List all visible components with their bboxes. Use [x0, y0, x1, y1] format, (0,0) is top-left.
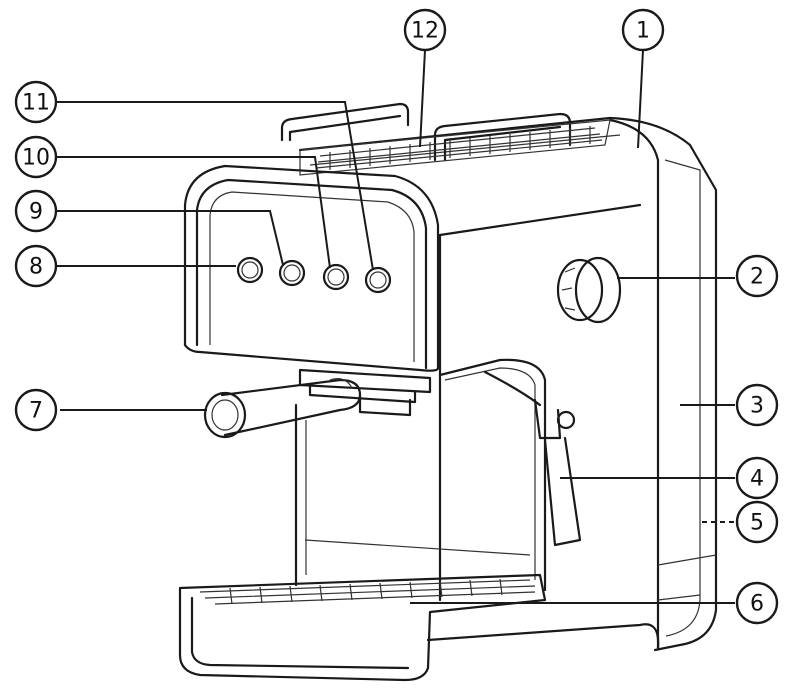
leader-11	[55, 101, 374, 271]
callout-label-10: 10	[22, 146, 50, 171]
callout-11: 11	[14, 80, 58, 124]
callout-label-4: 4	[750, 467, 764, 492]
leader-lines	[55, 49, 735, 604]
button-11	[364, 266, 392, 294]
callout-label-9: 9	[29, 200, 43, 225]
button-9	[278, 259, 306, 287]
portafilter	[203, 368, 432, 439]
callout-label-8: 8	[29, 255, 43, 280]
callout-1: 1	[621, 8, 665, 52]
button-10	[322, 263, 350, 291]
callout-label-6: 6	[750, 592, 764, 617]
callout-label-7: 7	[29, 399, 43, 424]
machine-body	[298, 116, 718, 652]
button-8	[236, 256, 264, 284]
callout-5: 5	[735, 500, 779, 544]
callout-3: 3	[735, 383, 779, 427]
drip-tray	[178, 573, 660, 682]
steam-knob	[556, 256, 622, 324]
callout-label-1: 1	[636, 19, 650, 44]
callout-12: 12	[403, 8, 447, 52]
brew-cavity	[294, 358, 547, 592]
control-panel	[183, 164, 440, 372]
callout-label-5: 5	[750, 511, 764, 536]
leader-10	[55, 156, 331, 269]
steam-wand	[483, 370, 582, 547]
callout-label-2: 2	[750, 265, 764, 290]
callout-label-12: 12	[411, 19, 439, 44]
cup-warmer-grid	[299, 119, 611, 176]
callout-4: 4	[735, 456, 779, 500]
callout-2: 2	[735, 254, 779, 298]
leader-9	[55, 210, 284, 266]
callout-label-3: 3	[750, 394, 764, 419]
control-buttons	[236, 256, 392, 294]
callout-9: 9	[14, 189, 58, 233]
leader-12	[419, 49, 426, 148]
callout-7: 7	[14, 388, 58, 432]
leader-1	[637, 49, 644, 149]
callout-label-11: 11	[22, 91, 50, 116]
callout-6: 6	[735, 581, 779, 625]
callout-8: 8	[14, 244, 58, 288]
callout-10: 10	[14, 135, 58, 179]
